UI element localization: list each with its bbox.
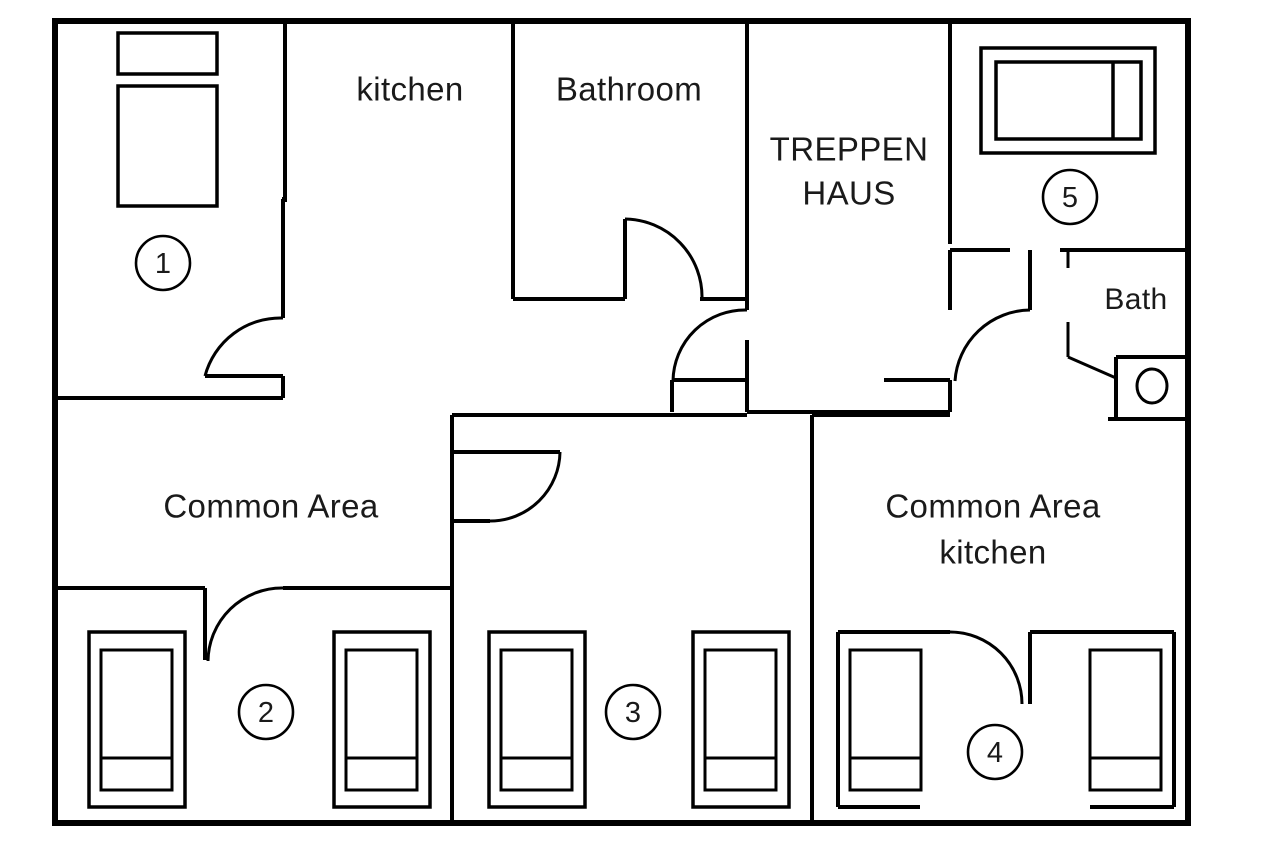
room-marker-3[interactable]: 3 [604,683,662,741]
door-stairwell-right-arc [953,308,1031,382]
bunk-bed [691,630,791,809]
room-marker-2-label: 2 [258,697,274,729]
label-stairwell-line1: TREPPEN [770,131,929,168]
room-labels: kitchen Bathroom TREPPEN HAUS Bath Commo… [163,71,1167,571]
outer-walls [52,18,1191,826]
label-stairwell-line2: HAUS [802,175,895,212]
bed-room5 [979,46,1157,155]
label-common-area-right-1: Common Area [885,488,1101,525]
bunk-bed [848,648,923,792]
label-common-area-right-2: kitchen [939,534,1046,571]
furniture-group [87,31,1176,809]
bunk-bed [487,630,587,809]
interior-walls-middle [55,374,950,823]
room-number-markers: 1 2 3 4 5 [134,168,1099,781]
room-marker-1-label: 1 [155,248,171,280]
door-common-area-arc [489,451,562,523]
door-room2-arc [206,586,284,662]
room-marker-5-label: 5 [1062,182,1078,214]
label-bath-small: Bath [1104,283,1167,316]
room-marker-2[interactable]: 2 [237,683,295,741]
bunk-bed [87,630,187,809]
interior-walls-bottom [55,452,454,823]
door-room1-arc [203,316,284,377]
beds-room3 [487,630,791,809]
beds-room2 [87,630,432,809]
bed-room1 [116,31,219,208]
label-kitchen-top: kitchen [356,71,463,108]
room-marker-5[interactable]: 5 [1041,168,1099,226]
door-bathroom-arc [624,217,704,300]
label-common-area-left: Common Area [163,488,379,525]
room-marker-4-label: 4 [987,737,1003,769]
label-bathroom: Bathroom [556,71,702,108]
interior-walls-top [281,21,1010,414]
room-marker-4[interactable]: 4 [966,723,1024,781]
room-marker-3-label: 3 [625,697,641,729]
door-room4-arc [949,630,1024,705]
bunk-bed [332,630,432,809]
bunk-bed [1088,648,1163,792]
door-arcs [203,217,1031,705]
door-stairwell-lower-arc [671,308,748,382]
room-marker-1[interactable]: 1 [134,234,192,292]
bath-walls [1060,248,1188,421]
beds-room4 [836,630,1176,809]
